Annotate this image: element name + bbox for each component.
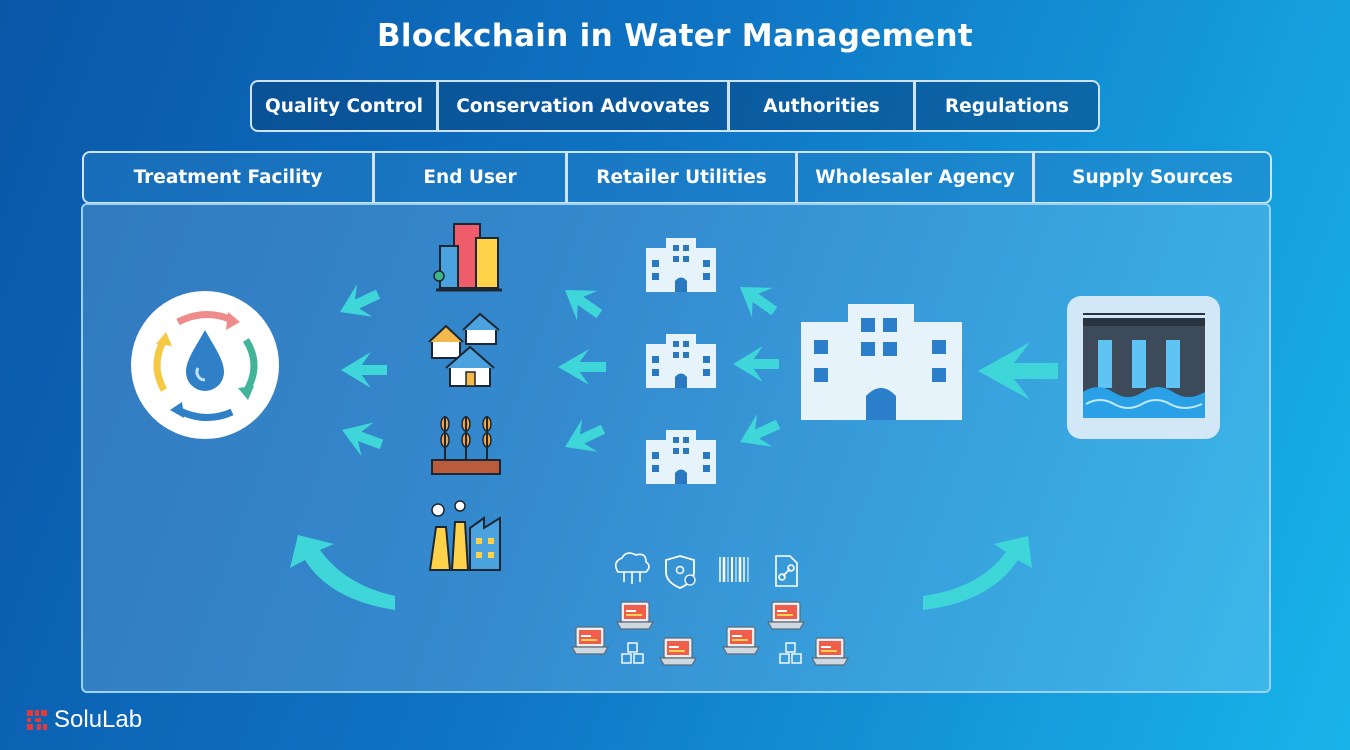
- retailer-building-icon: [646, 430, 716, 484]
- tab-wholesaler-agency: Wholesaler Agency: [798, 153, 1035, 202]
- flow-arrows-to-end-users: [554, 275, 611, 464]
- curved-arrow-right: [923, 536, 1032, 610]
- tab-authorities: Authorities: [730, 82, 916, 130]
- water-recycle-icon: [131, 291, 279, 439]
- laptop-icon: [659, 637, 697, 666]
- stakeholder-tab-row: Quality Control Conservation Advovates A…: [250, 80, 1100, 132]
- curved-arrow-left: [290, 535, 395, 610]
- city-buildings-icon: [433, 223, 502, 292]
- tab-conservation-advocates: Conservation Advovates: [439, 82, 730, 130]
- factory-icon: [428, 500, 501, 571]
- laptop-icon: [767, 601, 805, 630]
- cloud-network-icon: [614, 552, 650, 584]
- flow-arrows-to-treatment: [332, 277, 388, 462]
- dam-icon: [1067, 296, 1220, 439]
- laptop-icon: [616, 601, 654, 630]
- laptop-icon: [811, 637, 849, 666]
- tab-quality-control: Quality Control: [252, 82, 439, 130]
- houses-icon: [428, 312, 500, 387]
- flow-arrow-to-wholesaler: [978, 342, 1058, 400]
- barcode-icon: [719, 557, 749, 582]
- brand-name: SoluLab: [54, 706, 143, 733]
- shield-lock-icon: [665, 555, 696, 589]
- cube-network-icon: [621, 642, 644, 664]
- tab-end-user: End User: [375, 153, 568, 202]
- tab-treatment-facility: Treatment Facility: [84, 153, 375, 202]
- large-building-icon: [801, 304, 962, 420]
- tab-retailer-utilities: Retailer Utilities: [568, 153, 798, 202]
- laptop-icon: [722, 626, 760, 655]
- crops-icon: [431, 416, 501, 475]
- solulab-logo-icon: [27, 710, 47, 730]
- laptop-icon: [571, 626, 609, 655]
- cube-network-icon: [779, 642, 802, 664]
- retailer-building-icon: [646, 238, 716, 292]
- tab-regulations: Regulations: [916, 82, 1098, 130]
- retailer-building-icon: [646, 334, 716, 388]
- supply-chain-tab-row: Treatment Facility End User Retailer Uti…: [82, 151, 1272, 204]
- document-link-icon: [775, 555, 798, 587]
- tab-supply-sources: Supply Sources: [1035, 153, 1270, 202]
- brand-logo: SoluLab: [26, 706, 142, 734]
- flow-arrows-to-retailers: [729, 272, 786, 459]
- page-title: Blockchain in Water Management: [376, 18, 973, 54]
